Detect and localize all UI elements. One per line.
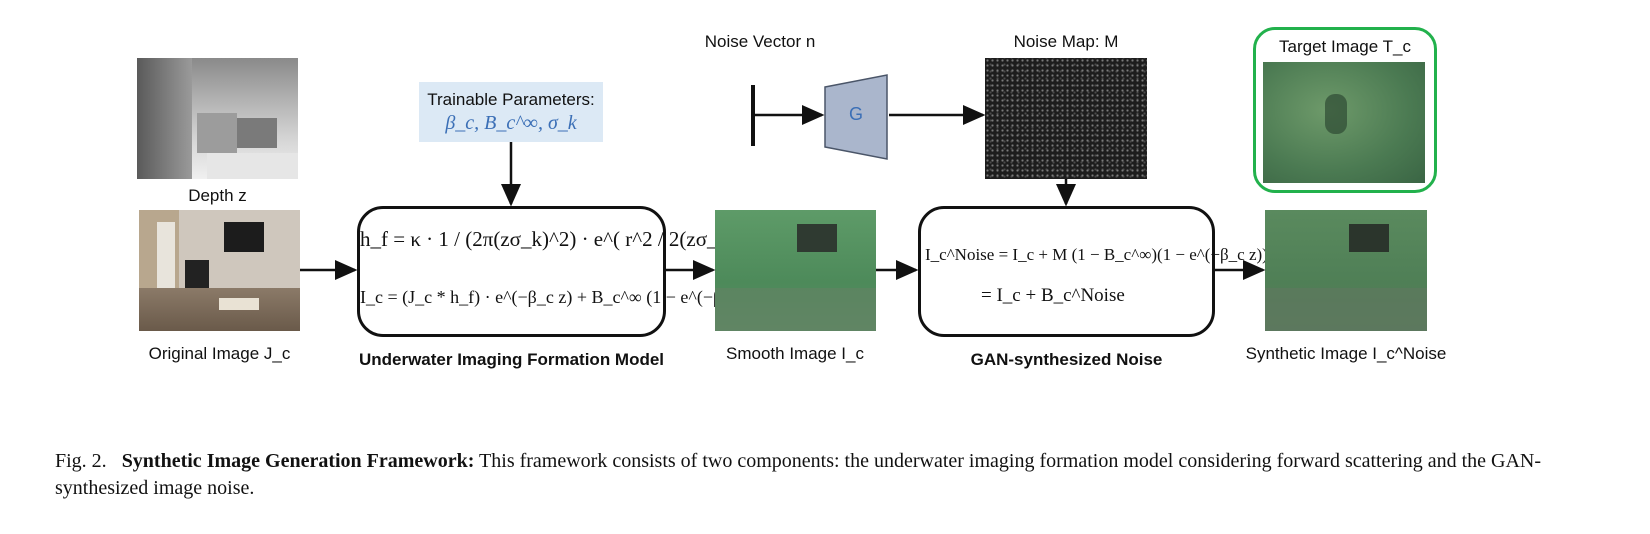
gan-noise-title: GAN-synthesized Noise — [970, 350, 1163, 369]
original-image — [139, 210, 300, 331]
uif-model-title: Underwater Imaging Formation Model — [358, 350, 665, 369]
gan-noise-box: I_c^Noise = I_c + M (1 − B_c^∞)(1 − e^(−… — [918, 206, 1268, 337]
target-image — [1263, 62, 1425, 183]
synthetic-label: Synthetic Image I_c^Noise — [1245, 344, 1447, 363]
gan-eq2: = I_c + B_c^Noise — [981, 285, 1125, 306]
caption-fig-number: Fig. 2. — [55, 450, 107, 472]
figure-caption: Fig. 2. Synthetic Image Generation Frame… — [55, 448, 1600, 502]
noise-vector-bar — [751, 85, 755, 146]
synthetic-image — [1265, 210, 1427, 331]
caption-body: This framework consists of two component… — [55, 450, 1541, 499]
caption-title: Synthetic Image Generation Framework: — [121, 450, 475, 472]
original-label: Original Image J_c — [148, 344, 291, 363]
uif-eq1: h_f = κ · 1 / (2π(zσ_k)^2) · e^( r^2 / 2… — [360, 227, 768, 251]
uif-eq2: I_c = (J_c * h_f) · e^(−β_c z) + B_c^∞ (… — [360, 287, 764, 307]
noise-map-image — [985, 58, 1147, 179]
depth-label: Depth z — [188, 186, 247, 205]
noise-map-label: Noise Map: M — [1013, 32, 1119, 51]
smooth-label: Smooth Image I_c — [726, 344, 864, 363]
target-label: Target Image T_c — [1279, 37, 1411, 56]
trainable-params-box: Trainable Parameters: β_c, B_c^∞, σ_k — [419, 82, 603, 142]
trainable-params-title: Trainable Parameters: — [427, 90, 595, 109]
uif-model-box: h_f = κ · 1 / (2π(zσ_k)^2) · e^( r^2 / 2… — [357, 206, 768, 337]
generator-shape — [824, 74, 888, 160]
smooth-image — [715, 210, 876, 331]
noise-vector-label: Noise Vector n — [704, 32, 816, 51]
trainable-params-vars: β_c, B_c^∞, σ_k — [445, 112, 577, 134]
target-frame — [1253, 27, 1437, 193]
depth-image — [137, 58, 298, 179]
generator-label: G — [848, 104, 863, 124]
gan-eq1: I_c^Noise = I_c + M (1 − B_c^∞)(1 − e^(−… — [925, 245, 1268, 264]
